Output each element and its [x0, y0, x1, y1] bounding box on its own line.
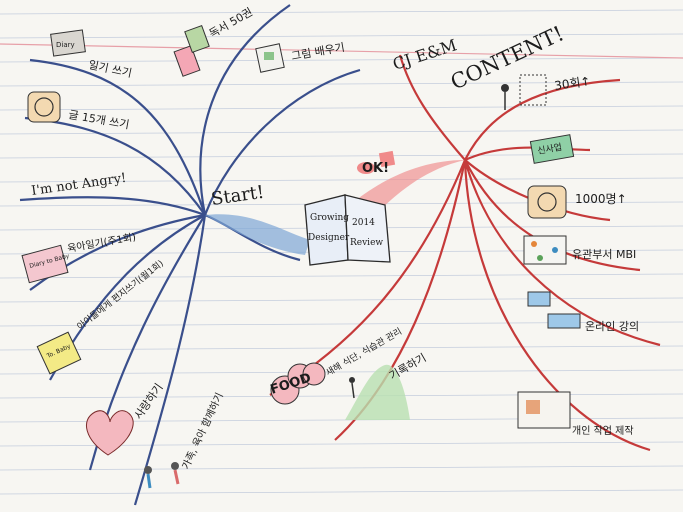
right-branch-5-label: 온라인 강의	[585, 320, 639, 333]
books-icon	[173, 45, 201, 77]
network-icon	[523, 235, 567, 265]
dots-icon	[27, 91, 61, 123]
book-title-line2: Designer	[308, 233, 350, 243]
blue-ribbon	[205, 214, 310, 255]
lecture-icon	[527, 291, 551, 307]
diary-icon	[50, 29, 86, 57]
right-branch-1: 30회↑	[501, 74, 591, 110]
ok-label: OK!	[362, 161, 389, 176]
mountain-icon	[345, 364, 410, 420]
book-title-line3: 2014	[352, 218, 375, 228]
ok-badge: OK!	[357, 150, 396, 176]
right-branch-6: 개인 작업 제작	[517, 391, 634, 437]
heart-icon	[86, 410, 134, 456]
right-branch-6-label: 개인 작업 제작	[572, 424, 634, 437]
book-title-line4: Review	[350, 238, 383, 248]
audience-icon-circle	[537, 192, 557, 212]
right-branch-1-label: 30회↑	[553, 74, 591, 93]
diary-badge-label: Diary	[56, 41, 75, 49]
speaker-icon	[501, 74, 547, 110]
right-branch-3: 1000명↑	[527, 185, 627, 219]
right-branch-4: 유관부서 MBI	[523, 235, 636, 265]
right-branch-2-label: 신사업	[537, 142, 563, 157]
right-branch-3-label: 1000명↑	[575, 192, 627, 206]
to-baby-icon	[36, 331, 82, 375]
audience-icon	[527, 185, 567, 219]
document-icon-picture	[526, 400, 540, 414]
review-book: Growing Designer 2014 Review	[304, 194, 391, 266]
lecture-icon-2	[547, 313, 581, 329]
books-icon-2	[184, 24, 210, 54]
diary-to-baby-icon	[21, 244, 69, 284]
right-branch-5: 온라인 강의	[527, 291, 639, 333]
new-business-card-icon	[529, 134, 575, 164]
dots-icon-circle	[34, 97, 54, 117]
book-title-line1: Growing	[310, 213, 349, 223]
document-icon	[517, 391, 571, 429]
right-branch-2: 신사업	[529, 134, 575, 164]
family-icon	[144, 462, 180, 489]
right-branch-4-label: 유관부서 MBI	[572, 248, 636, 261]
easel-picture	[264, 52, 274, 60]
margin-line	[0, 43, 683, 59]
